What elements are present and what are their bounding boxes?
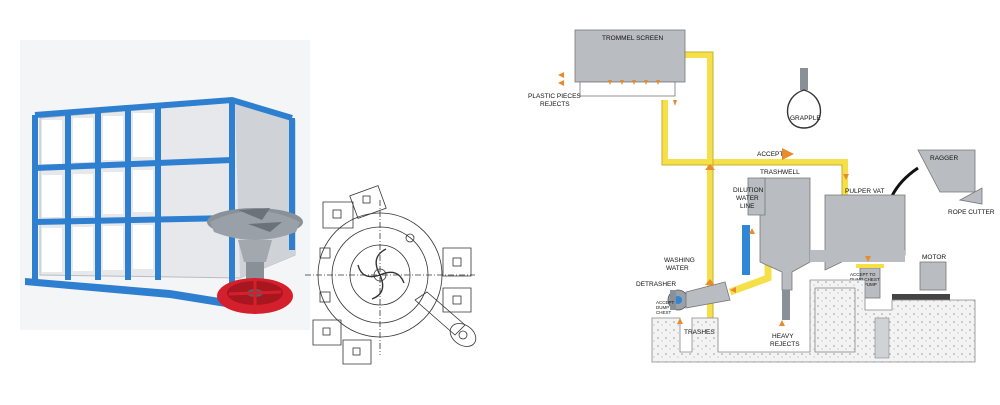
pulper-illustration-svg — [0, 0, 310, 400]
label-dilution-2: WATER — [736, 195, 759, 202]
pulper-plan-view — [305, 180, 495, 380]
plan-view-drawing — [305, 186, 480, 364]
label-plastic-rejects-1: PLASTIC PIECES — [528, 93, 581, 100]
label-heavy-2: REJECTS — [770, 341, 800, 348]
heavy-rejects-outlet — [782, 290, 790, 320]
label-dilution-3: LINE — [740, 203, 755, 210]
label-dilution-1: DILUTION — [733, 187, 764, 194]
plan-view-svg — [305, 180, 495, 380]
label-trashes: TRASHES — [684, 329, 715, 336]
detrasher — [668, 282, 730, 310]
label-pulper-vat: PULPER VAT — [845, 188, 885, 195]
schematic-svg: TROMMEL SCREEN PLASTIC PIECES REJECTS GR… — [520, 0, 1000, 400]
ragger-rope — [892, 168, 918, 196]
label-plastic-rejects-2: REJECTS — [540, 101, 570, 108]
label-detrasher: DETRASHER — [636, 281, 676, 288]
label-accept: ACCEPT — [757, 151, 783, 158]
process-schematic: TROMMEL SCREEN PLASTIC PIECES REJECTS GR… — [520, 0, 1000, 400]
motor — [920, 262, 946, 290]
label-trommel-screen: TROMMEL SCREEN — [602, 35, 663, 42]
label-washing-2: WATER — [666, 265, 689, 272]
label-rope-cutter: ROPE CUTTER — [948, 209, 995, 216]
label-heavy-1: HEAVY — [772, 333, 794, 340]
pulper-illustration — [0, 0, 310, 400]
label-trashwell: TRASHWELL — [760, 169, 800, 176]
label-grapple: GRAPPLE — [790, 115, 821, 122]
label-washing-1: WASHING — [664, 257, 695, 264]
dilution-water-line — [742, 225, 750, 275]
label-ragger: RAGGER — [930, 155, 958, 162]
shaft-housing — [238, 240, 272, 262]
label-motor: MOTOR — [922, 254, 946, 261]
label-accept-dump-3: CHEST — [656, 310, 672, 315]
